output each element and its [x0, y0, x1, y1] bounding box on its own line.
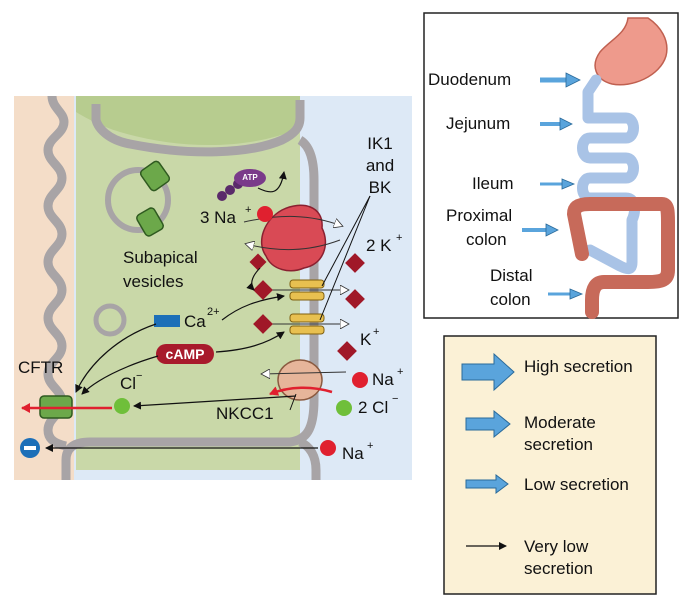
label-vesicles: vesicles: [123, 272, 184, 291]
label-ik1: IK1: [367, 134, 393, 153]
label-k-out2-sup: +: [396, 232, 403, 244]
legend-arrow-high: [461, 352, 515, 392]
negative-charge-bar: [24, 446, 36, 450]
cftr-vesicle-channel-1: [139, 160, 171, 192]
label-cl-nkcc1-sup: −: [392, 393, 399, 405]
pump-arrow: [243, 215, 342, 226]
label-na-bottom-sup: +: [367, 440, 374, 452]
ion-arrow-k: [246, 267, 261, 291]
proximal-colon-arrow: [522, 223, 559, 237]
cl-ion-nkcc1: [336, 400, 352, 416]
ileum-arrow: [540, 178, 576, 190]
cell-panel: [14, 95, 412, 480]
distal-colon-arrow: [548, 288, 584, 300]
legend-label-moderate: Moderate secretion: [524, 413, 596, 454]
nkcc1-arrow: [262, 372, 347, 374]
camp-to-channel-arrow: [215, 331, 285, 353]
label-ca: Ca: [184, 312, 206, 331]
camp-badge: [156, 344, 214, 364]
camp-to-cftr-arrow: [81, 355, 159, 395]
jejunum-arrow: [540, 117, 573, 131]
na-ion-bottom: [320, 440, 336, 456]
legend-panel: [443, 335, 657, 595]
label-cl-in-sup: −: [136, 370, 143, 382]
label-proximal-colon: colon: [466, 230, 507, 249]
na-k-pump: [261, 204, 327, 272]
label-distal: Distal: [490, 266, 533, 285]
legend-arrow-low: [465, 474, 509, 494]
label-cl-in: Cl: [120, 374, 137, 393]
cl-ion-cell: [114, 398, 130, 414]
label-k-out1: K: [360, 330, 372, 349]
k-channel-lower: [289, 313, 325, 335]
na-ion-pump: [257, 206, 273, 222]
label-na-nkcc1: Na: [372, 370, 394, 389]
label-k-out1-sup: +: [373, 326, 380, 338]
ca-to-channel-arrow: [221, 293, 285, 321]
label-na-pump: 3 Na: [200, 208, 236, 227]
k-ion-4: [345, 289, 365, 309]
colon: [567, 197, 675, 319]
ca-ion: [154, 315, 180, 327]
legend-label-very-low: Very low secretion: [524, 537, 593, 578]
label-jejunum: Jejunum: [446, 114, 511, 133]
ik1-pointer-2: [319, 195, 371, 321]
cl-efflux-arrow: [133, 395, 297, 410]
upper-neighbor-cell: [76, 96, 300, 146]
label-subapical: Subapical: [123, 248, 198, 267]
duodenum-arrow: [540, 72, 581, 88]
label-k-out2: 2 K: [366, 236, 392, 255]
k-ion-1: [253, 280, 273, 300]
ik1-pointer-1: [321, 195, 371, 287]
ca-to-cftr-arrow: [75, 323, 157, 393]
label-cftr: CFTR: [18, 358, 64, 377]
label-and: and: [365, 156, 395, 175]
label-proximal: Proximal: [446, 206, 513, 225]
label-ca-sup: 2+: [207, 306, 220, 318]
lower-membrane: [298, 437, 321, 480]
cell-membrane: [91, 100, 305, 157]
camp-text: cAMP: [165, 346, 205, 362]
legend-arrow-moderate: [465, 409, 511, 439]
legend-label-low: Low secretion: [524, 475, 629, 494]
atp-molecule: [217, 169, 266, 201]
label-na-nkcc1-sup: +: [397, 366, 404, 378]
label-ileum: Ileum: [472, 174, 514, 193]
small-intestine: [577, 74, 640, 275]
nkcc1-pointer: [289, 393, 297, 411]
legend-label-high: High secretion: [524, 357, 633, 376]
pump-arrow-return: [246, 239, 341, 250]
label-na-bottom: Na: [342, 444, 364, 463]
cftr-vesicle-channel-2: [136, 207, 164, 237]
atp-text: ATP: [242, 173, 258, 182]
label-duodenum: Duodenum: [428, 70, 512, 89]
label-na-pump-sup: +: [245, 204, 252, 216]
intestine-panel: [423, 12, 679, 319]
k-ion-2: [253, 314, 273, 334]
stomach: [594, 17, 668, 86]
k-ion-3: [345, 253, 365, 273]
nkcc1-transporter: [277, 359, 323, 401]
vesicle-small: [93, 303, 127, 337]
nkcc1-red-arrow: [269, 386, 333, 396]
label-bk: BK: [368, 178, 392, 197]
label-distal-colon: colon: [490, 290, 531, 309]
k-ion-5: [337, 341, 357, 361]
label-cl-nkcc1: 2 Cl: [358, 398, 389, 417]
label-nkcc1: NKCC1: [216, 404, 274, 423]
atp-arrow: [257, 171, 287, 193]
na-ion-nkcc1: [352, 372, 368, 388]
k-channel-upper: [289, 279, 325, 301]
k-ion-6: [249, 253, 267, 271]
